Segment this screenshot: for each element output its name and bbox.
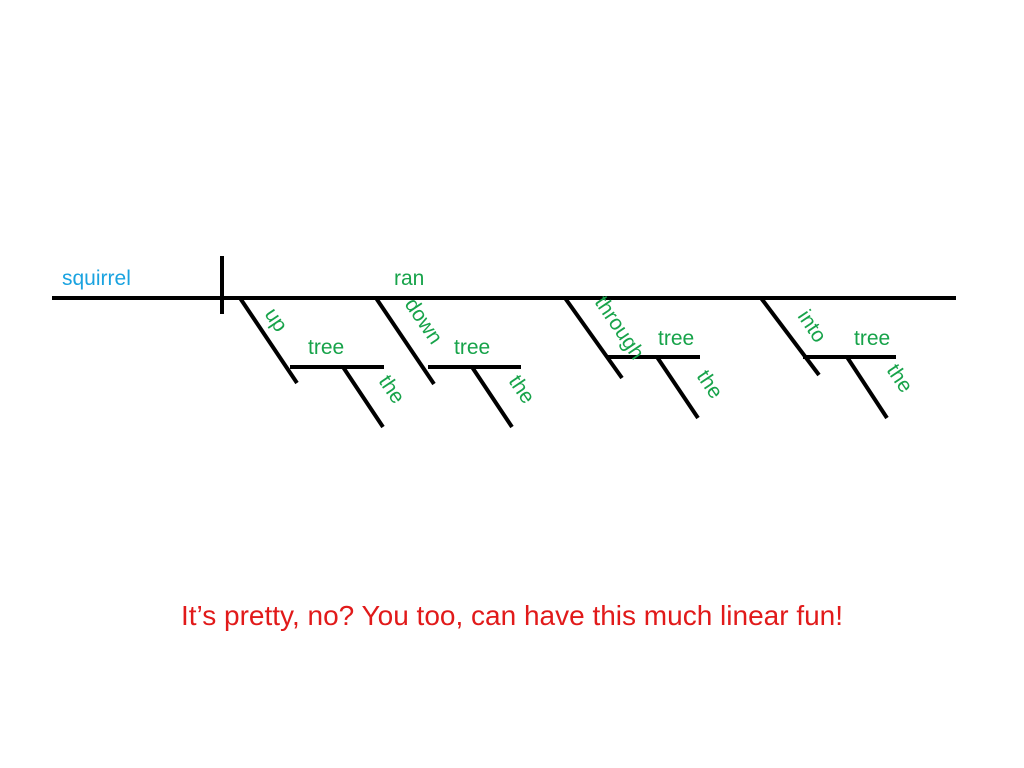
preposition-word: into — [793, 306, 831, 347]
phrase-up: up tree the — [238, 296, 409, 429]
article-line — [845, 355, 889, 420]
article-line — [655, 355, 700, 420]
object-word: tree — [658, 327, 694, 350]
preposition-word: through — [590, 292, 649, 364]
article-word: the — [882, 360, 917, 397]
preposition-line — [374, 296, 436, 386]
article-word: the — [374, 371, 409, 408]
phrase-down: down tree the — [374, 294, 539, 429]
preposition-line — [563, 296, 624, 380]
phrase-through: through tree the — [563, 292, 727, 420]
article-word: the — [504, 371, 539, 408]
preposition-line — [238, 296, 299, 385]
article-word: the — [692, 366, 727, 403]
article-line — [470, 365, 514, 429]
verb-word: ran — [394, 267, 424, 290]
object-word: tree — [308, 336, 344, 359]
subject-word: squirrel — [62, 267, 131, 290]
article-line — [341, 365, 385, 429]
object-word: tree — [854, 327, 890, 350]
object-word: tree — [454, 336, 490, 359]
preposition-word: down — [400, 294, 447, 348]
preposition-line — [759, 296, 821, 377]
caption-text: It’s pretty, no? You too, can have this … — [180, 600, 844, 631]
phrase-into: into tree the — [759, 296, 917, 420]
